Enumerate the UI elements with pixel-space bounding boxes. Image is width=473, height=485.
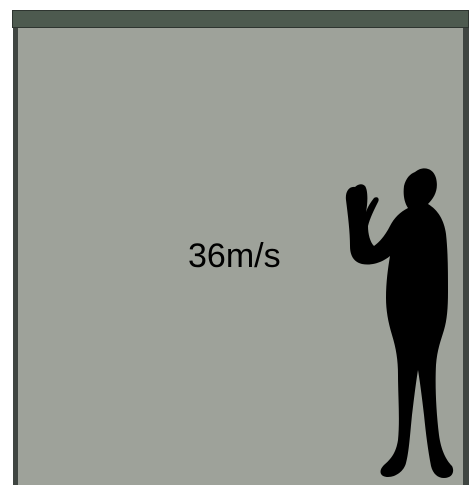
wall-left-edge [13,28,18,485]
person-silhouette-icon [340,160,470,485]
top-bar [12,10,469,28]
speed-label: 36m/s [188,236,281,276]
